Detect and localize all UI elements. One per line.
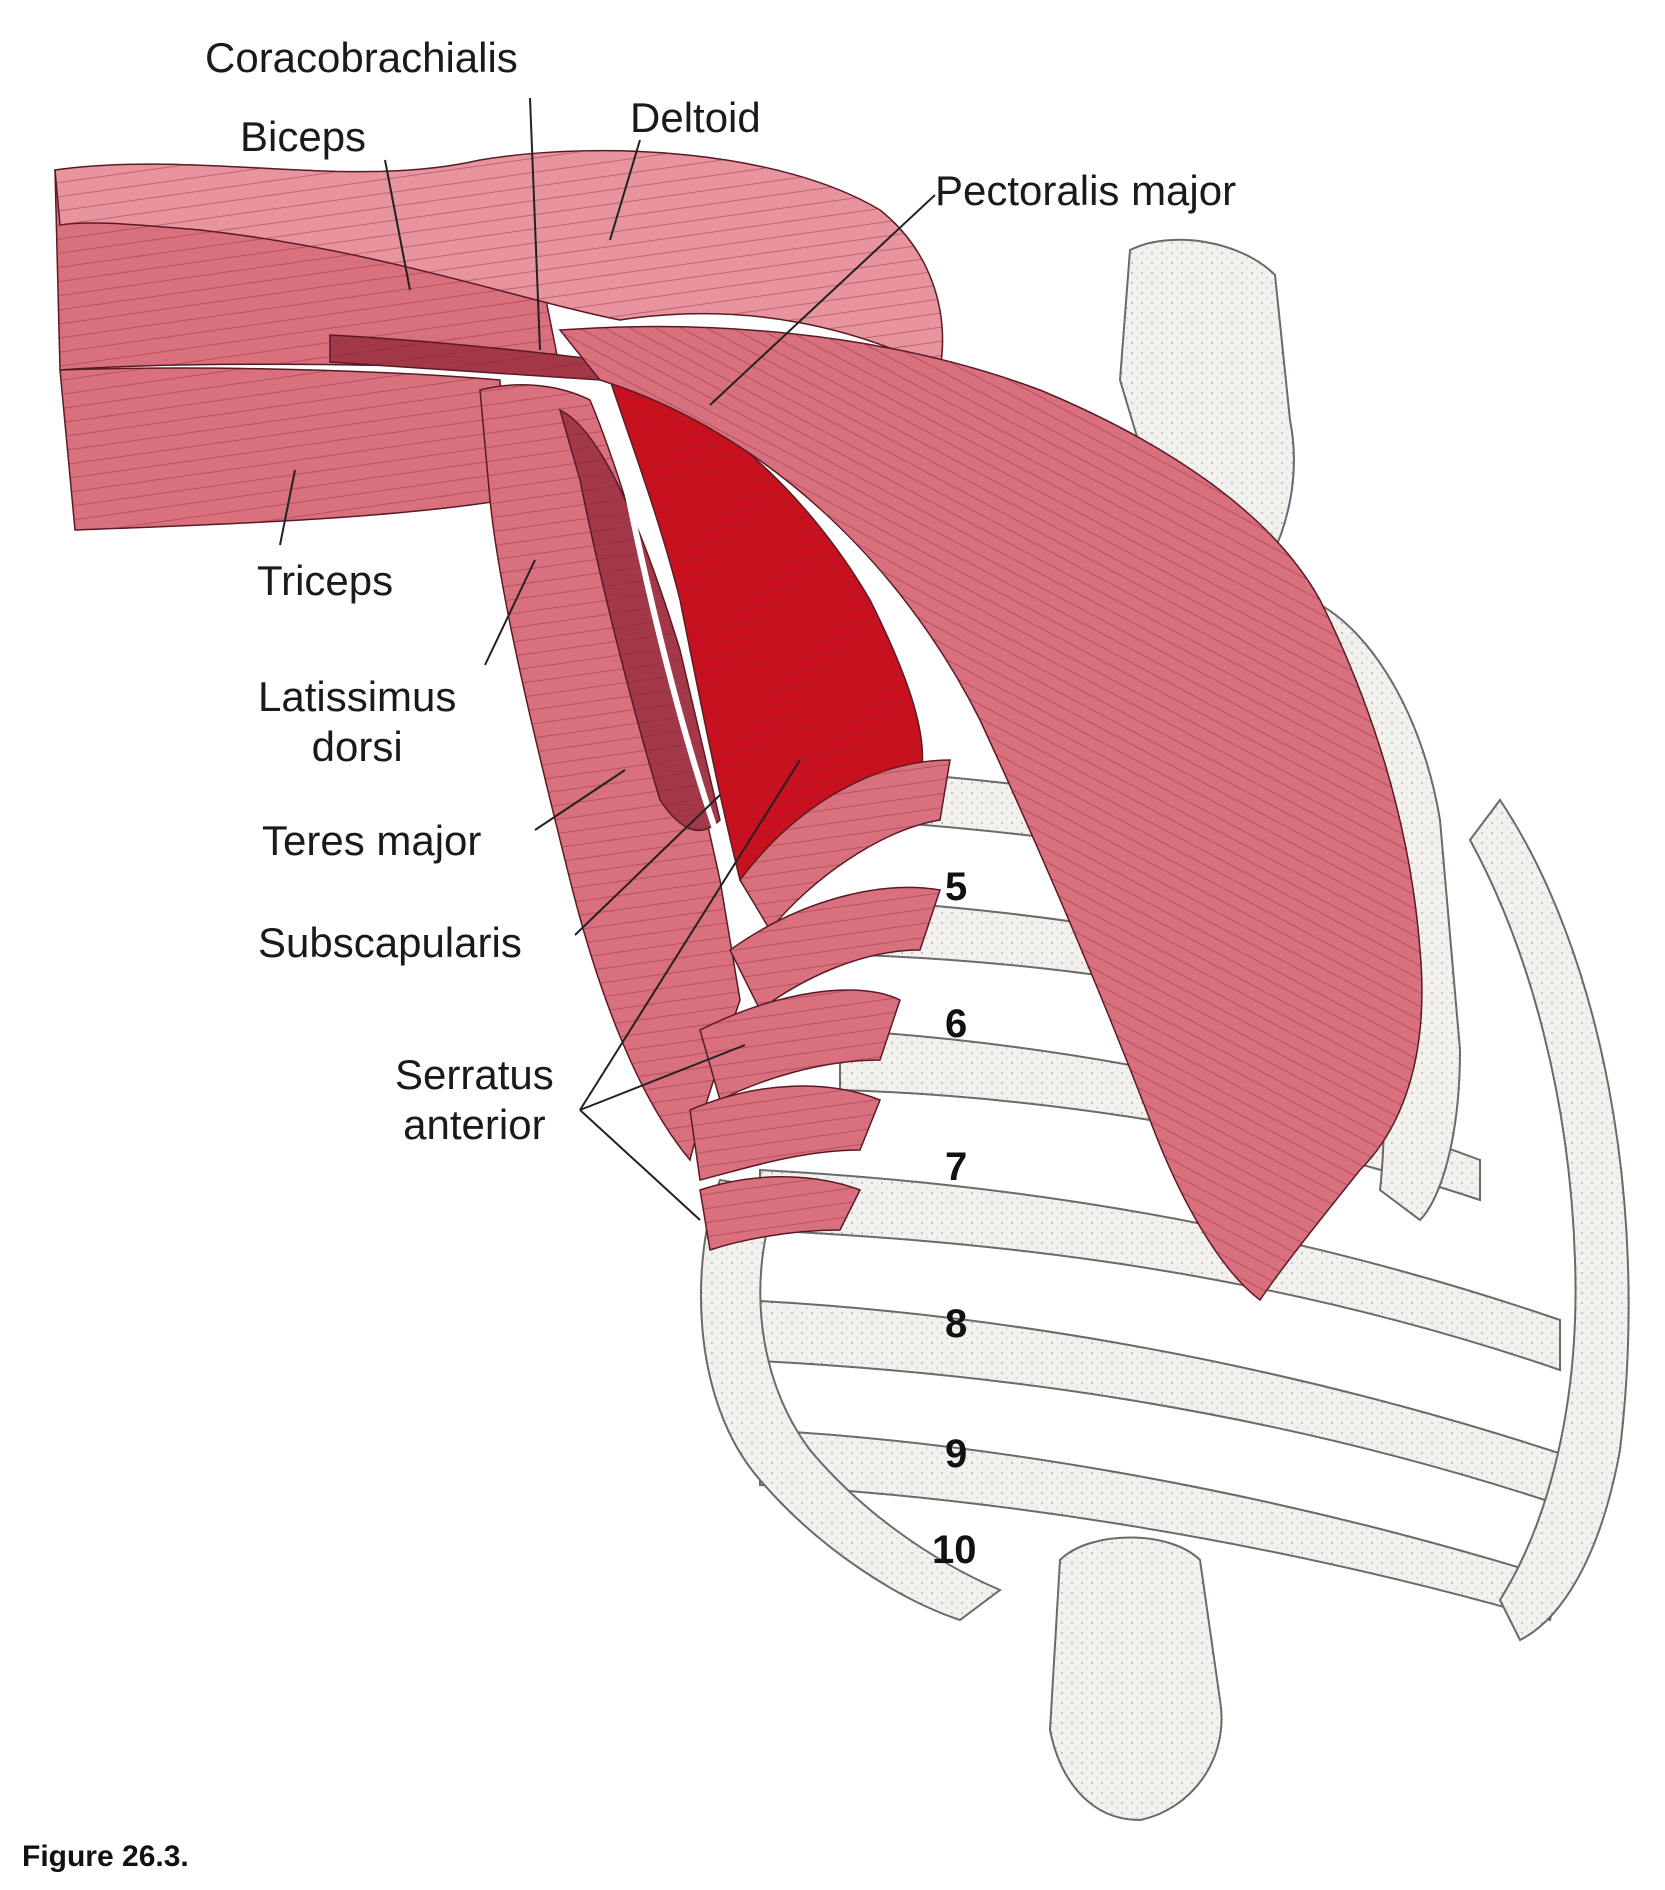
rib-number-8: 8 (945, 1302, 968, 1346)
muscle-fiber-texture (55, 150, 943, 370)
leader-coracobrachialis (529, 97, 541, 351)
muscle-fiber-texture (700, 990, 900, 1100)
muscle-fiber-texture (730, 887, 940, 1010)
leader-teres-major (534, 769, 626, 831)
leader-serratus-a (579, 759, 801, 1111)
muscle-fiber-texture (610, 380, 923, 880)
muscle-fiber-texture (480, 384, 740, 1161)
bone-stipple-texture (740, 1300, 1580, 1510)
label-latissimus-line2: dorsi (311, 723, 403, 771)
muscle-fiber-texture (60, 368, 505, 530)
muscle-fiber-texture (330, 335, 600, 380)
leader-biceps (384, 159, 411, 291)
bone-stipple-texture (1050, 1537, 1222, 1820)
label-biceps: Biceps (240, 113, 367, 160)
leader-lines (279, 97, 936, 1221)
rib-number-10: 10 (932, 1528, 977, 1572)
vertebral-column (1048, 238, 1295, 1822)
pectoralis-major-muscle (558, 325, 1423, 1302)
label-pectoralis-major: Pectoralis major (935, 167, 1237, 214)
bone-stipple-texture (1470, 800, 1629, 1640)
leader-triceps (279, 469, 296, 546)
rib-number-5: 5 (945, 865, 968, 909)
label-latissimus-line1: Latissimus (258, 673, 457, 720)
bone-stipple-texture (1120, 239, 1294, 600)
rib-number-6: 6 (945, 1002, 968, 1046)
muscle-fiber-texture (740, 760, 950, 930)
leader-deltoid (609, 139, 641, 241)
rib-number-7: 7 (945, 1145, 968, 1189)
serratus-anterior-muscle (689, 759, 951, 1251)
muscle-fiber-texture (560, 326, 1422, 1300)
label-coracobrachialis: Coracobrachialis (205, 34, 518, 81)
bone-stipple-texture (760, 1430, 1560, 1620)
teres-major-muscle (558, 408, 721, 831)
leader-serratus-b (579, 1044, 746, 1111)
label-serratus-anterior: Serratus anterior (395, 1050, 554, 1151)
label-deltoid: Deltoid (630, 94, 761, 141)
label-latissimus-dorsi: Latissimus dorsi (258, 672, 456, 773)
subscapularis-muscle (608, 379, 924, 887)
bone-stipple-texture (760, 1170, 1560, 1370)
leader-latissimus-dorsi (484, 559, 536, 666)
leader-serratus-c (579, 1109, 701, 1221)
label-triceps: Triceps (257, 557, 394, 604)
label-subscapularis: Subscapularis (258, 919, 522, 966)
label-teres-major: Teres major (262, 817, 482, 864)
label-serratus-line2: anterior (403, 1101, 546, 1149)
muscle-fiber-texture (560, 410, 720, 831)
rib-number-9: 9 (945, 1432, 968, 1476)
leader-pectoralis-major (709, 194, 936, 406)
muscle-fiber-texture (690, 1086, 880, 1180)
label-serratus-line1: Serratus (395, 1051, 554, 1098)
leader-subscapularis (574, 794, 721, 936)
muscle-fiber-texture (700, 1176, 860, 1250)
figure-caption: Figure 26.3. (22, 1840, 189, 1873)
